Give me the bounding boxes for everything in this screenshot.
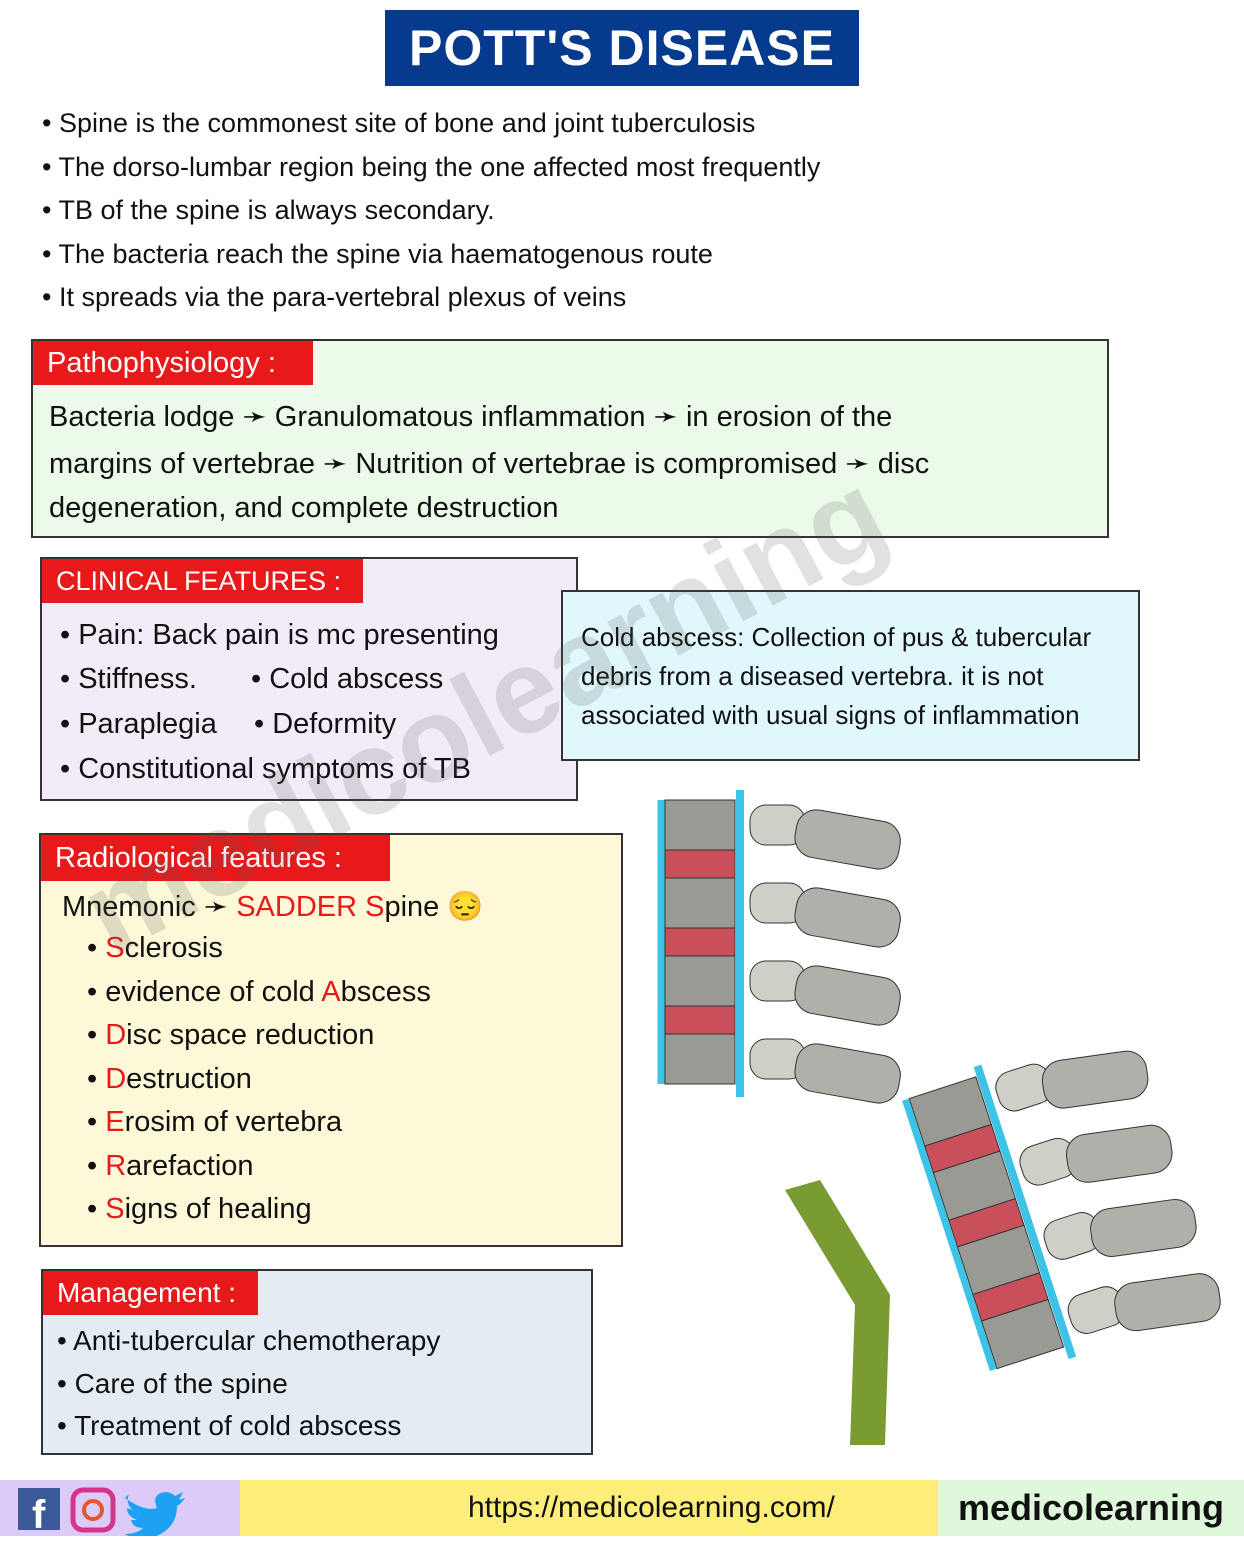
management-box: Management : • Anti-tubercular chemother… <box>41 1269 593 1455</box>
anterior-ligament <box>902 1098 997 1371</box>
management-item: • Treatment of cold abscess <box>57 1410 402 1441</box>
patho-line: margins of vertebrae ➛ Nutrition of vert… <box>49 448 930 480</box>
spine-illustration <box>657 790 1221 1445</box>
clinical-header: CLINICAL FEATURES : <box>42 559 363 603</box>
clinical-item: • Pain: Back pain is mc presenting <box>60 619 499 651</box>
management-item: • Care of the spine <box>57 1368 288 1399</box>
management-item: • Anti-tubercular chemotherapy <box>57 1325 441 1356</box>
instagram-icon[interactable] <box>70 1487 116 1533</box>
radiological-box: Radiological features : Mnemonic ➛ SADDE… <box>39 833 623 1247</box>
radiological-item: • Sclerosis <box>87 932 223 964</box>
page-title: POTT'S DISEASE <box>385 10 859 86</box>
diseased-spine-illustration <box>902 1050 1221 1371</box>
vertebral-body <box>664 1033 736 1085</box>
cold-abscess-line: debris from a diseased vertebra. it is n… <box>581 661 1044 691</box>
mnemonic-label: Mnemonic ➛ <box>62 891 237 923</box>
cold-abscess-line: Cold abscess: Collection of pus & tuberc… <box>581 622 1092 652</box>
spinous-process <box>794 965 901 1026</box>
radiological-item: • Erosim of vertebra <box>87 1106 343 1138</box>
normal-spine-illustration <box>657 790 901 1104</box>
spinous-process <box>794 1043 901 1104</box>
clinical-item: • Stiffness. <box>60 663 197 695</box>
vertebral-body <box>980 1298 1065 1370</box>
social-bar: f <box>0 1480 240 1540</box>
clinical-item: • Constitutional symptoms of TB <box>60 753 471 785</box>
mnemonic-acronym: SADDER S <box>236 891 385 923</box>
intervertebral-disc <box>664 927 736 957</box>
vertebral-body <box>664 955 736 1007</box>
radiological-item: • evidence of cold Abscess <box>87 975 431 1008</box>
spinous-process <box>1041 1050 1149 1109</box>
clinical-features-box: CLINICAL FEATURES : • Pain: Back pain is… <box>40 557 578 801</box>
patho-line: degeneration, and complete destruction <box>49 492 559 524</box>
posterior-ligament <box>973 1064 1077 1360</box>
clinical-item: • Deformity <box>254 708 397 740</box>
spinous-process <box>1066 1124 1173 1183</box>
spinous-process <box>1114 1273 1221 1332</box>
mnemonic: Mnemonic ➛ SADDER Spine 😔 <box>62 889 483 924</box>
intro-bullet: • The bacteria reach the spine via haema… <box>42 239 713 269</box>
spinous-process <box>1090 1198 1197 1257</box>
intro-bullet: • TB of the spine is always secondary. <box>42 195 495 225</box>
radiological-item: • Disc space reduction <box>87 1019 375 1051</box>
radiological-header: Radiological features : <box>41 835 390 881</box>
cold-abscess-line: associated with usual signs of inflammat… <box>581 700 1080 730</box>
spinous-process <box>794 887 901 948</box>
radiological-item: • Rarefaction <box>87 1149 254 1182</box>
mnemonic-rest: pine <box>384 891 440 923</box>
patho-line: Bacteria lodge ➛ Granulomatous inflammat… <box>49 401 893 433</box>
intro-bullet: • It spreads via the para-vertebral plex… <box>42 282 627 312</box>
pathophysiology-box: Pathophysiology : Bacteria lodge ➛ Granu… <box>31 339 1109 538</box>
pensive-emoji-icon: 😔 <box>447 891 484 923</box>
intro-bullet: • The dorso-lumbar region being the one … <box>42 152 821 182</box>
pathophysiology-header: Pathophysiology : <box>33 341 313 385</box>
intervertebral-disc <box>664 849 736 879</box>
management-header: Management : <box>43 1271 258 1315</box>
clinical-item: • Cold abscess <box>251 663 444 695</box>
intro-bullet: • Spine is the commonest site of bone an… <box>42 108 756 138</box>
brand-logo: medicolearning <box>938 1480 1244 1536</box>
clinical-item: • Paraplegia <box>60 708 217 740</box>
svg-text:f: f <box>32 1493 46 1536</box>
deformity-angle-marker <box>785 1180 890 1445</box>
website-link[interactable]: https://medicolearning.com/ <box>240 1480 938 1536</box>
facebook-icon[interactable]: f <box>18 1488 60 1537</box>
spinous-process <box>794 809 901 870</box>
social-icons: f <box>18 1487 185 1540</box>
radiological-item: • Signs of healing <box>87 1193 312 1225</box>
radiological-item: • Destruction <box>87 1062 252 1095</box>
cold-abscess-box: Cold abscess: Collection of pus & tuberc… <box>561 590 1140 761</box>
vertebral-body <box>664 877 736 929</box>
twitter-icon[interactable] <box>125 1492 185 1540</box>
vertebral-body <box>664 799 736 851</box>
intervertebral-disc <box>664 1005 736 1035</box>
